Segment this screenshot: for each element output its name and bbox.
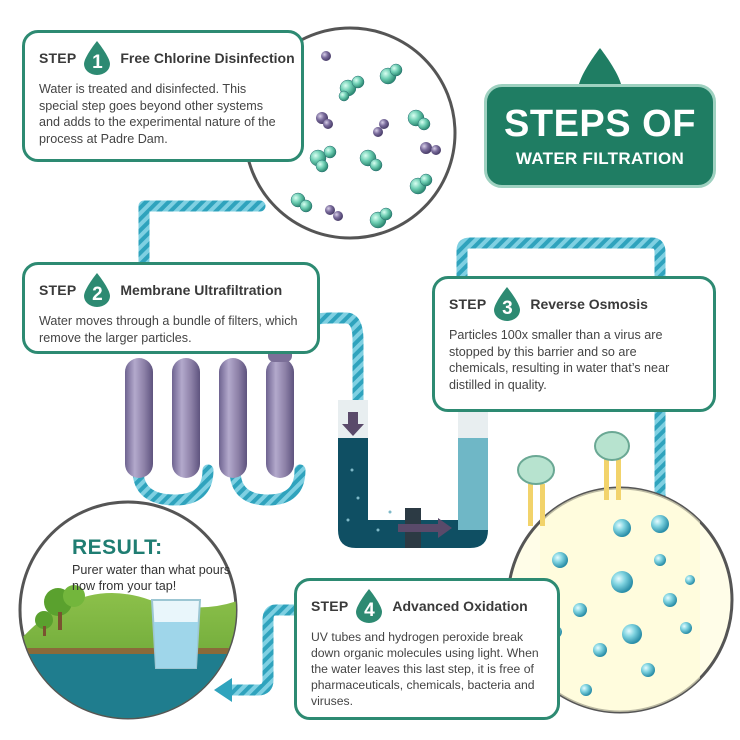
- water-glass-icon: [150, 599, 202, 669]
- step-title: Membrane Ultrafiltration: [120, 282, 283, 298]
- result-title: RESULT:: [72, 536, 163, 559]
- step-title: Free Chlorine Disinfection: [120, 50, 295, 66]
- uv-lamp-icon: [594, 431, 630, 500]
- title-line-2: WATER FILTRATION: [515, 149, 685, 168]
- result-block: RESULT: Purer water than what pours now …: [72, 536, 242, 594]
- step-number: 4: [364, 600, 375, 621]
- step-label: STEP: [39, 282, 77, 298]
- down-arrow-icon: [342, 412, 364, 436]
- step-card-4: STEP 4 Advanced Oxidation UV tubes and h…: [294, 578, 560, 720]
- result-description: Purer water than what pours now from you…: [72, 563, 231, 593]
- step-label: STEP: [449, 296, 487, 312]
- step-card-1: STEP 1 Free Chlorine Disinfection Water …: [22, 30, 304, 162]
- step-number-drop-icon: 1: [82, 41, 112, 75]
- step-number: 1: [92, 52, 103, 73]
- uv-lamp-icon: [517, 455, 555, 526]
- uv-oxidation-illustration: [506, 431, 734, 714]
- pipe-step4-to-result: [224, 604, 302, 696]
- step-number-drop-icon: 3: [492, 287, 522, 321]
- pipe-tank-to-step3: [456, 237, 666, 506]
- step-label: STEP: [311, 598, 349, 614]
- right-arrow-icon: [398, 518, 452, 538]
- step-number: 3: [502, 298, 513, 319]
- step-title: Reverse Osmosis: [530, 296, 648, 312]
- reverse-osmosis-tank-illustration: [338, 400, 488, 548]
- step-card-3: STEP 3 Reverse Osmosis Particles 100x sm…: [432, 276, 716, 412]
- step-number: 2: [92, 284, 103, 305]
- title-badge: STEPS OF WATER FILTRATION: [484, 84, 716, 188]
- result-arrow-icon: [214, 678, 232, 702]
- step-description: Particles 100x smaller than a virus are …: [449, 328, 670, 392]
- step-description: Water is treated and disinfected. This s…: [39, 82, 276, 146]
- step-description: UV tubes and hydrogen peroxide break dow…: [311, 630, 539, 708]
- step-description: Water moves through a bundle of filters,…: [39, 314, 298, 345]
- ultrafiltration-filters-illustration: [125, 342, 294, 478]
- step-number-drop-icon: 2: [82, 273, 112, 307]
- title-line-1: STEPS OF: [504, 103, 696, 145]
- pipe-step1-to-step2: [138, 200, 266, 268]
- step-number-drop-icon: 4: [354, 589, 384, 623]
- pipe-filter-loop: [132, 464, 306, 506]
- step-title: Advanced Oxidation: [392, 598, 528, 614]
- step-label: STEP: [39, 50, 77, 66]
- step-card-2: STEP 2 Membrane Ultrafiltration Water mo…: [22, 262, 320, 354]
